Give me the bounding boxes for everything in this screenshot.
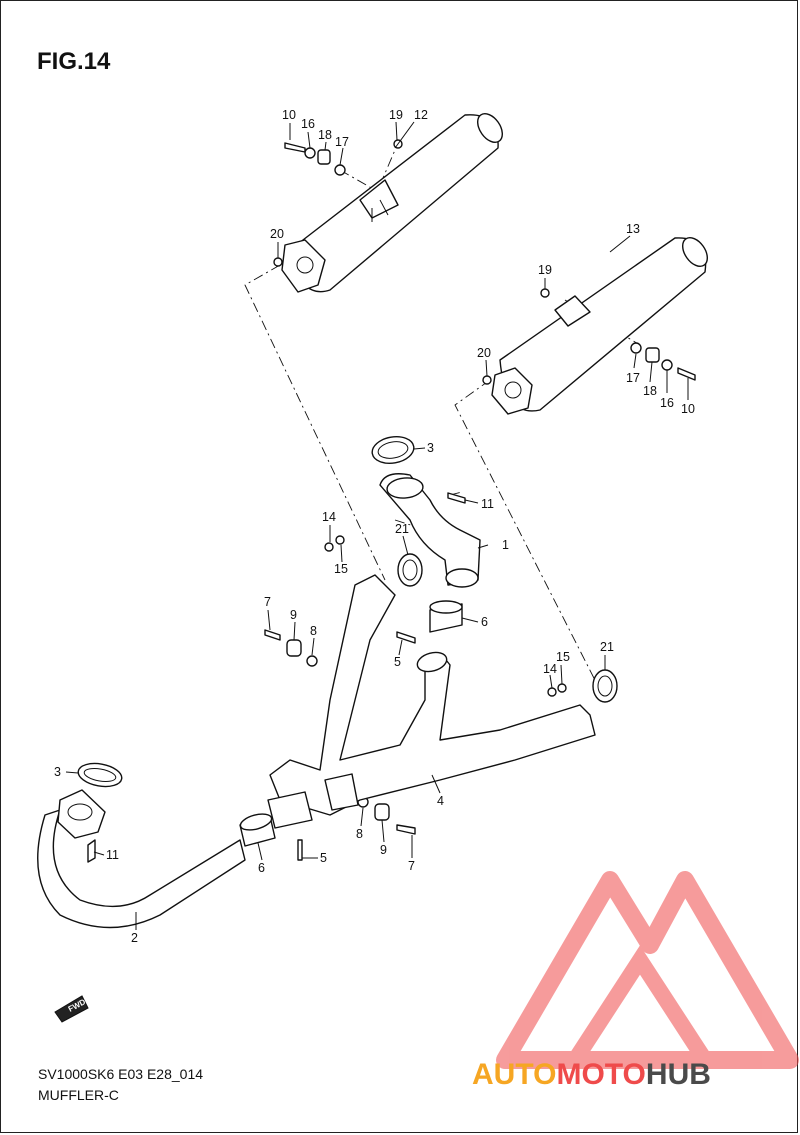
pipe-4: [267, 574, 596, 829]
callout-12: 12: [414, 108, 428, 122]
watermark-prefix: AUTO: [472, 1058, 556, 1091]
callout-8-upper: 8: [310, 624, 317, 638]
callout-4: 4: [437, 794, 444, 808]
callout-10-upper: 10: [282, 108, 296, 122]
callout-17-upper: 17: [335, 135, 349, 149]
callout-9-upper: 9: [290, 608, 297, 622]
callout-6-lower: 6: [258, 861, 265, 875]
callout-5-upper: 5: [394, 655, 401, 669]
callout-11-upper: 11: [481, 497, 494, 511]
callout-3-lower: 3: [54, 765, 61, 779]
callout-21-right: 21: [600, 640, 614, 654]
pipe-2: [37, 789, 246, 929]
callout-14-right: 14: [543, 662, 557, 676]
callout-9-lower: 9: [380, 843, 387, 857]
small-parts: [77, 139, 696, 863]
diagram-name: MUFFLER-C: [38, 1087, 119, 1103]
leader-lines: [65, 121, 689, 930]
callout-numbers: 10 16 18 17 19 12 20 13 19 20 17 18 16 1…: [54, 108, 695, 945]
callout-11-lower: 11: [106, 848, 119, 862]
muffler-13: [491, 236, 709, 415]
callout-7-lower: 7: [408, 859, 415, 873]
callout-16-upper: 16: [301, 117, 315, 131]
watermark-text: AUTOMOTOHUB: [472, 1058, 711, 1091]
callout-8-lower: 8: [356, 827, 363, 841]
callout-18-upper: 18: [318, 128, 332, 142]
callout-15-left: 15: [334, 562, 348, 576]
diagram-code: SV1000SK6 E03 E28_014: [38, 1066, 204, 1082]
callout-6-upper: 6: [481, 615, 488, 629]
callout-17-right: 17: [626, 371, 640, 385]
callout-5-lower: 5: [320, 851, 327, 865]
fwd-direction-badge: FWD: [54, 995, 89, 1023]
callout-19-right: 19: [538, 263, 552, 277]
callout-3-upper: 3: [427, 441, 434, 455]
muffler-12: [281, 112, 504, 293]
callout-15-right: 15: [556, 650, 570, 664]
callout-18-right: 18: [643, 384, 657, 398]
callout-13: 13: [626, 222, 640, 236]
callout-7-upper: 7: [264, 595, 271, 609]
callout-14-left: 14: [322, 510, 336, 524]
callout-21-left: 21: [395, 522, 409, 536]
watermark-middle: MOTO: [556, 1058, 645, 1091]
callout-20-right: 20: [477, 346, 491, 360]
callout-2: 2: [131, 931, 138, 945]
callout-16-right: 16: [660, 396, 674, 410]
watermark-suffix: HUB: [646, 1058, 711, 1091]
callout-20-upper: 20: [270, 227, 284, 241]
callout-10-right: 10: [681, 402, 695, 416]
callout-19-upper: 19: [389, 108, 403, 122]
callout-1: 1: [502, 538, 509, 552]
pipe-1: [379, 473, 481, 588]
watermark-logo: [496, 871, 799, 1069]
figure-title: FIG.14: [37, 48, 111, 75]
